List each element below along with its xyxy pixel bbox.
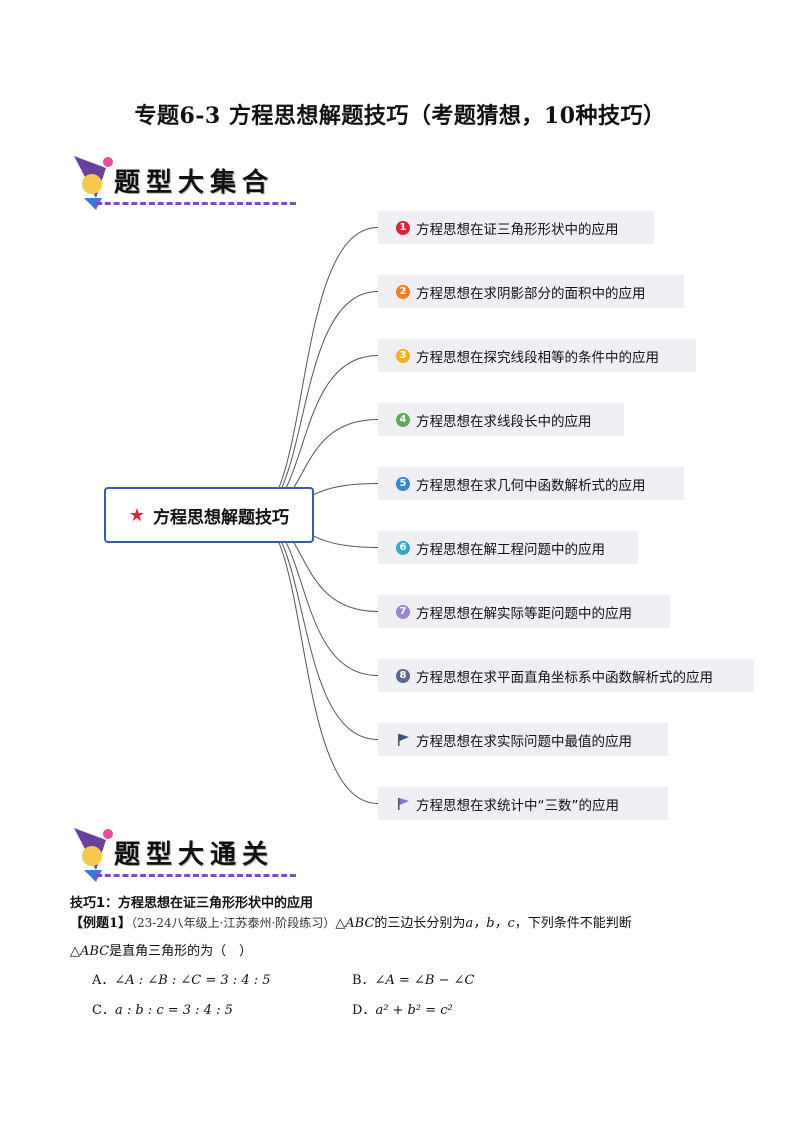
option-label: A． [92, 973, 115, 988]
branch-label: 方程思想在探究线段相等的条件中的应用 [416, 349, 659, 366]
mind-map-branch-9[interactable]: 方程思想在求实际问题中最值的应用 [378, 723, 668, 756]
mind-map-branch-10[interactable]: 方程思想在求统计中“三数”的应用 [378, 787, 668, 820]
number-badge-icon: 8 [396, 668, 410, 683]
question-stem-line2: △ABC是直角三角形的为（ ） [70, 940, 252, 959]
banner-title: 题型大通关 [114, 840, 275, 870]
wizard-icon [74, 156, 113, 210]
option-expr: a² + b² = c² [375, 1003, 453, 1018]
number-badge-icon: 1 [396, 220, 410, 235]
stem-text: 的三边长分别为 [374, 916, 466, 931]
banner-underline [96, 202, 296, 205]
option-expr: a : b : c = 3 : 4 : 5 [114, 1003, 233, 1018]
mind-map-branch-8[interactable]: 8 方程思想在求平面直角坐标系中函数解析式的应用 [378, 659, 754, 692]
option-expr: ∠A : ∠B : ∠C = 3 : 4 : 5 [114, 973, 271, 988]
number-badge-icon: 5 [396, 476, 410, 491]
number-badge-icon: 2 [396, 284, 410, 299]
question-stem: 【例题1】（23-24八年级上·江苏泰州·阶段练习）△ABC的三边长分别为a，b… [70, 912, 632, 931]
option-label: B． [352, 973, 375, 988]
question-source: （23-24八年级上·江苏泰州·阶段练习） [131, 916, 336, 930]
connector-line [251, 227, 379, 516]
branch-label: 方程思想在证三角形形状中的应用 [416, 221, 619, 238]
option-a[interactable]: A．∠A : ∠B : ∠C = 3 : 4 : 5 [92, 969, 271, 988]
branch-label: 方程思想在求阴影部分的面积中的应用 [416, 285, 646, 302]
branch-label: 方程思想在求线段长中的应用 [416, 413, 592, 430]
option-c[interactable]: C．a : b : c = 3 : 4 : 5 [92, 999, 233, 1018]
stem-text-end: ，下列条件不能判断 [514, 916, 632, 931]
stem-line2-text: 是直角三角形的为（ ） [109, 944, 253, 959]
branch-label: 方程思想在求实际问题中最值的应用 [416, 733, 632, 750]
star-icon: ★ [128, 504, 146, 526]
stem-vars: a，b，c [465, 916, 515, 931]
branch-label: 方程思想在求平面直角坐标系中函数解析式的应用 [416, 669, 713, 686]
number-badge-icon: 3 [396, 348, 410, 363]
branch-label: 方程思想在解实际等距问题中的应用 [416, 605, 632, 622]
mind-map-branch-2[interactable]: 2 方程思想在求阴影部分的面积中的应用 [378, 275, 684, 308]
center-label: 方程思想解题技巧 [153, 507, 290, 528]
example-tag: 【例题1】 [70, 916, 132, 931]
number-badge-icon: 4 [396, 412, 410, 427]
triangle-symbol: △ABC [335, 916, 375, 931]
option-label: D． [352, 1003, 376, 1018]
option-expr: ∠A = ∠B − ∠C [374, 973, 475, 988]
section-heading: 技巧1：方程思想在证三角形形状中的应用 [70, 896, 314, 911]
number-badge-icon: 6 [396, 540, 410, 555]
mind-map-branch-3[interactable]: 3 方程思想在探究线段相等的条件中的应用 [378, 339, 696, 372]
mind-map-branch-4[interactable]: 4 方程思想在求线段长中的应用 [378, 403, 624, 436]
mind-map-branch-1[interactable]: 1 方程思想在证三角形形状中的应用 [378, 211, 654, 244]
page-title: 专题6-3 方程思想解题技巧（考题猜想，10种技巧） [134, 103, 666, 129]
mind-map: ★ 方程思想解题技巧 1 方程思想在证三角形形状中的应用 2 方程思想在求阴影部分的面… [0, 195, 800, 835]
banner-title: 题型大集合 [114, 168, 275, 198]
mind-map-branch-7[interactable]: 7 方程思想在解实际等距问题中的应用 [378, 595, 670, 628]
section-banner-collection: 题型大集合 [66, 148, 306, 216]
number-badge-icon: 7 [396, 604, 410, 619]
option-b[interactable]: B．∠A = ∠B − ∠C [352, 969, 474, 988]
mind-map-branch-5[interactable]: 5 方程思想在求几何中函数解析式的应用 [378, 467, 684, 500]
flag-icon [398, 733, 409, 746]
option-d[interactable]: D．a² + b² = c² [352, 999, 453, 1018]
branch-label: 方程思想在求几何中函数解析式的应用 [416, 477, 646, 494]
mind-map-branch-6[interactable]: 6 方程思想在解工程问题中的应用 [378, 531, 638, 564]
branch-label: 方程思想在求统计中“三数”的应用 [416, 797, 619, 814]
option-label: C． [92, 1003, 115, 1018]
flag-icon [398, 797, 409, 810]
wizard-icon [74, 828, 113, 882]
triangle-symbol: △ABC [70, 944, 110, 959]
section-banner-practice: 题型大通关 [66, 820, 306, 888]
branch-label: 方程思想在解工程问题中的应用 [416, 541, 605, 558]
connector-line [251, 514, 379, 804]
mind-map-center[interactable]: ★ 方程思想解题技巧 [104, 487, 314, 543]
banner-underline [96, 874, 296, 877]
